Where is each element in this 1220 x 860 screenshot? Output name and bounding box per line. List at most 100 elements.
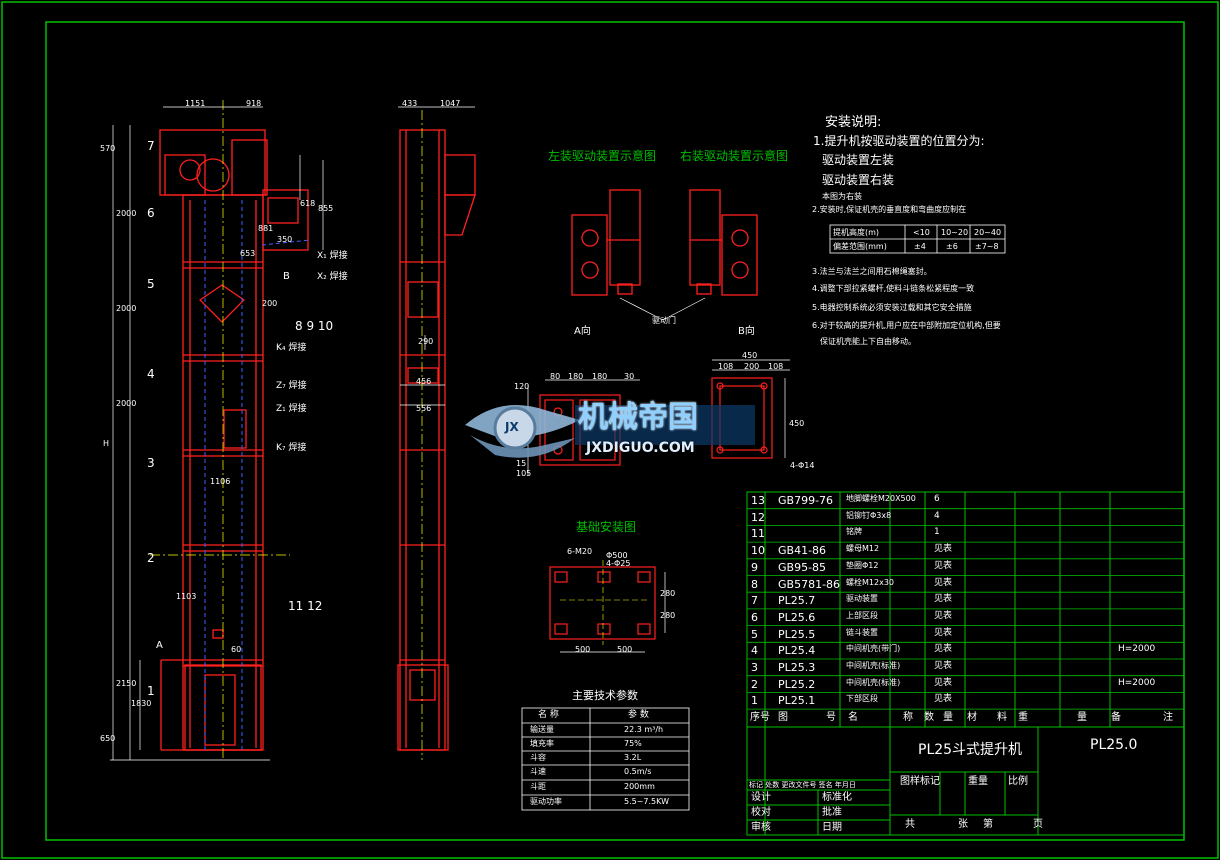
dim-1830: 1830 — [131, 699, 152, 708]
tolerance-table-grid — [829, 224, 1006, 254]
tol-header-2: 10~20 — [941, 228, 969, 237]
part-qty: 见表 — [934, 677, 953, 688]
right-drive-title: 右装驱动装置示意图 — [680, 149, 789, 163]
view-b-dim-200: 200 — [744, 362, 760, 371]
view-b-title: B向 — [738, 326, 755, 337]
note-line-6b: 保证机壳能上下自由移动。 — [820, 337, 916, 346]
dim-2000-a: 2000 — [116, 209, 137, 218]
weld-z7: Z₇ 焊接 — [276, 381, 307, 391]
tech-header-value: 参 数 — [628, 710, 649, 720]
drive-leader-lines — [619, 297, 706, 321]
sign-check: 校对 — [751, 807, 771, 818]
sheet-unit: 张 — [958, 819, 968, 830]
part-qty: 1 — [934, 527, 940, 538]
sign-standard: 标准化 — [822, 792, 852, 803]
watermark-logo — [465, 405, 755, 458]
sign-review: 审核 — [751, 822, 771, 833]
part-name: 中间机壳(标准) — [846, 661, 901, 670]
dim-618: 618 — [300, 199, 316, 208]
watermark-url: JXDIGUO.COM — [586, 440, 695, 456]
part-code: GB5781-86 — [778, 577, 841, 591]
header-weight2: 量 — [1077, 712, 1087, 723]
tech-params-title: 主要技术参数 — [572, 689, 638, 702]
view-a-dim-180b: 180 — [592, 372, 608, 381]
tech-param-name: 斗容 — [530, 753, 546, 762]
view-b-dims — [712, 359, 790, 458]
header-qty2: 量 — [943, 712, 953, 723]
part-number: 4 — [751, 644, 758, 658]
tech-param-value: 3.2L — [624, 753, 642, 762]
dim-456: 456 — [416, 377, 432, 386]
part-name: 链斗装置 — [846, 627, 878, 637]
right-drive-schematic — [689, 189, 758, 296]
note-line-2: 2.安装时,保证机壳的垂直度和弯曲度应制在 — [812, 205, 967, 214]
weld-x2: X₂ 焊接 — [317, 272, 348, 282]
part-code: PL25.7 — [778, 594, 816, 608]
header-title: 称 — [903, 712, 913, 723]
dim-1151: 1151 — [185, 99, 206, 108]
sign-design: 设计 — [751, 792, 771, 803]
note-line-1a: 驱动装置左装 — [822, 153, 895, 167]
stage-scale: 比例 — [1008, 776, 1028, 787]
balloon-4: 4 — [147, 367, 155, 381]
section-b-label: B — [283, 271, 290, 282]
part-number: 7 — [751, 594, 758, 608]
tol-value-1: ±4 — [914, 242, 926, 251]
part-qty: 见表 — [934, 594, 953, 605]
front-dim-lines — [110, 106, 324, 761]
left-drive-title: 左装驱动装置示意图 — [548, 149, 657, 163]
dim-433: 433 — [402, 99, 418, 108]
inner-frame — [45, 21, 1185, 841]
front-view — [159, 129, 309, 751]
dim-1103: 1103 — [176, 592, 197, 601]
dim-60: 60 — [231, 645, 242, 654]
part-name: 中间机壳(标准) — [846, 677, 901, 687]
part-number: 9 — [751, 560, 758, 574]
tol-header-0: 提机高度(m) — [833, 228, 880, 237]
weld-x1: X₁ 焊接 — [317, 251, 348, 261]
section-a-label: A — [156, 640, 163, 651]
view-b-dim-108a: 108 — [718, 362, 734, 371]
dim-200: 200 — [262, 299, 278, 308]
foundation-dim-500dia: Φ500 — [606, 551, 628, 560]
part-name: 下部区段 — [846, 694, 878, 704]
notes-title: 安装说明: — [825, 115, 882, 130]
part-number: 12 — [751, 510, 765, 524]
part-qty: 见表 — [934, 544, 953, 555]
tol-value-0: 偏差范围(mm) — [833, 242, 887, 251]
revision-row: 标记 处数 更改文件号 签名 年月日 — [749, 781, 856, 789]
part-name: 螺母M12 — [846, 544, 880, 554]
part-name: 铝铆钉Φ3x8 — [846, 510, 892, 520]
dim-2000-c: 2000 — [116, 399, 137, 408]
view-b-dim-holes: 4-Φ14 — [790, 461, 815, 470]
product-name: PL25斗式提升机 — [918, 742, 1023, 758]
part-qty: 见表 — [934, 644, 953, 655]
tech-table-grid — [521, 707, 690, 811]
dim-570: 570 — [100, 144, 116, 153]
tech-param-name: 填充率 — [530, 739, 554, 748]
part-number: 8 — [751, 577, 758, 591]
part-qty: 见表 — [934, 627, 953, 638]
part-qty: 见表 — [934, 560, 953, 571]
part-qty: 见表 — [934, 610, 953, 621]
dim-2150: 2150 — [116, 679, 137, 688]
view-a-dim-105: 105 — [516, 469, 532, 478]
part-qty: 4 — [934, 510, 940, 521]
foundation-dim-280b: 280 — [660, 611, 676, 620]
dim-1106: 1106 — [210, 477, 231, 486]
tech-param-name: 输送量 — [530, 725, 554, 734]
part-number: 13 — [751, 494, 765, 507]
front-centerlines — [150, 100, 290, 760]
view-a-dim-80: 80 — [550, 372, 561, 381]
dim-653: 653 — [240, 249, 256, 258]
tech-param-name: 驱动功率 — [530, 797, 562, 806]
foundation-dim-m20: 6-M20 — [567, 547, 593, 556]
part-name: 地脚螺栓M20X500 — [846, 494, 916, 503]
foundation-dims — [560, 572, 666, 653]
part-code: PL25.6 — [778, 610, 816, 624]
weld-k4: K₄ 焊接 — [276, 343, 307, 353]
motor-label: 驱动门 — [652, 316, 676, 325]
stage-weight: 重量 — [968, 776, 988, 787]
note-line-1c: 本图为右装 — [822, 192, 862, 201]
